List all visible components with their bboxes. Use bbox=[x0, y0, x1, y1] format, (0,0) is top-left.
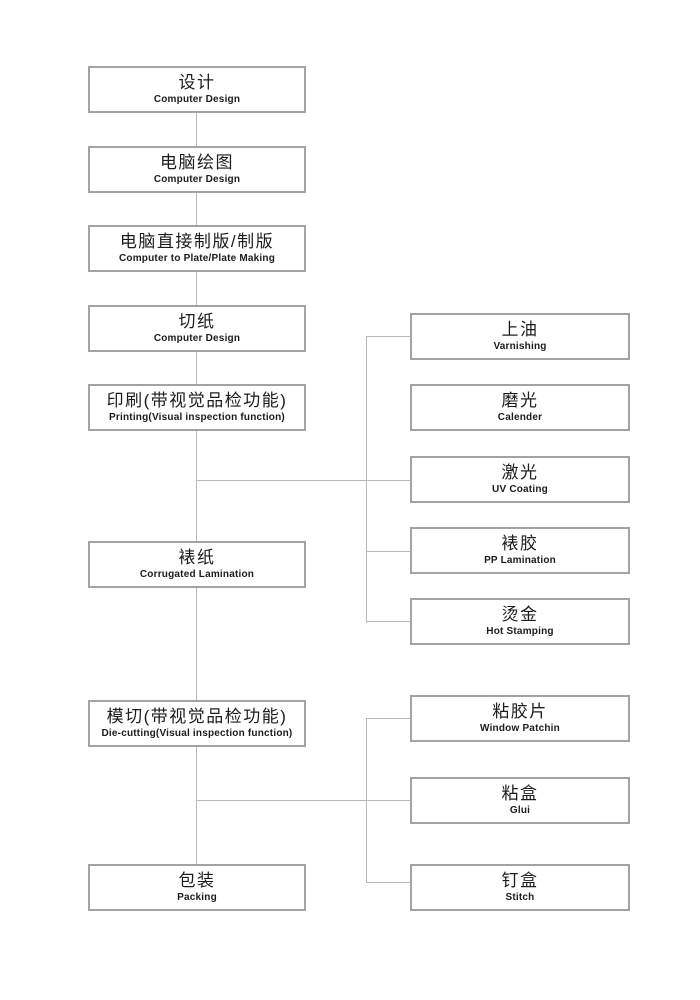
process-label-en: Computer Design bbox=[153, 333, 241, 345]
connector-line bbox=[196, 272, 197, 305]
connector-line bbox=[366, 336, 410, 337]
process-label-en: Glui bbox=[509, 805, 531, 817]
process-label-en: Hot Stamping bbox=[486, 626, 554, 638]
flow-box-window-patching: 粘胶片 Window Patchin bbox=[410, 695, 630, 742]
connector-line bbox=[196, 747, 197, 864]
flow-box-hot-stamping: 烫金 Hot Stamping bbox=[410, 598, 630, 645]
process-label-en: Calender bbox=[497, 412, 543, 424]
flow-box-paper-cutting: 切纸 Computer Design bbox=[88, 305, 306, 352]
process-label-zh: 电脑绘图 bbox=[160, 152, 234, 172]
connector-line bbox=[196, 431, 197, 541]
connector-line bbox=[196, 480, 410, 481]
process-label-zh: 激光 bbox=[501, 462, 539, 482]
connector-line bbox=[196, 193, 197, 225]
process-label-en: PP Lamination bbox=[484, 555, 556, 567]
flow-box-uv-coating: 激光 UV Coating bbox=[410, 456, 630, 503]
process-label-zh: 钉盒 bbox=[501, 870, 539, 890]
process-label-zh: 设计 bbox=[178, 72, 216, 92]
process-label-en: Die-cutting(Visual inspection function) bbox=[101, 728, 293, 740]
process-label-en: Computer Design bbox=[153, 174, 241, 186]
connector-line bbox=[196, 588, 197, 700]
process-label-zh: 上油 bbox=[501, 319, 539, 339]
connector-line bbox=[196, 800, 410, 801]
process-label-zh: 包装 bbox=[178, 870, 216, 890]
process-label-zh: 裱纸 bbox=[178, 547, 216, 567]
process-label-en: Computer to Plate/Plate Making bbox=[118, 253, 276, 265]
flow-box-printing: 印刷(带视觉品检功能) Printing(Visual inspection f… bbox=[88, 384, 306, 431]
connector-line bbox=[196, 352, 197, 384]
process-label-zh: 磨光 bbox=[501, 390, 539, 410]
process-label-zh: 烫金 bbox=[501, 604, 539, 624]
process-label-zh: 粘盒 bbox=[501, 783, 539, 803]
connector-line bbox=[366, 621, 410, 622]
flow-box-packing: 包装 Packing bbox=[88, 864, 306, 911]
process-label-en: Corrugated Lamination bbox=[139, 569, 255, 581]
flow-box-computer-to-plate: 电脑直接制版/制版 Computer to Plate/Plate Making bbox=[88, 225, 306, 272]
process-label-en: Varnishing bbox=[493, 341, 547, 353]
process-label-zh: 模切(带视觉品检功能) bbox=[106, 706, 288, 726]
process-label-en: Window Patchin bbox=[480, 723, 560, 735]
process-label-en: Computer Design bbox=[153, 94, 241, 106]
process-label-en: Packing bbox=[177, 892, 217, 904]
flow-box-varnishing: 上油 Varnishing bbox=[410, 313, 630, 360]
connector-line bbox=[366, 718, 367, 883]
connector-line bbox=[366, 336, 367, 623]
flow-box-design: 设计 Computer Design bbox=[88, 66, 306, 113]
process-label-en: Stitch bbox=[505, 892, 535, 904]
process-label-en: UV Coating bbox=[492, 484, 548, 496]
flow-box-computer-drawing: 电脑绘图 Computer Design bbox=[88, 146, 306, 193]
process-label-zh: 切纸 bbox=[178, 311, 216, 331]
connector-line bbox=[366, 551, 410, 552]
flow-box-gluing: 粘盒 Glui bbox=[410, 777, 630, 824]
flow-box-calendering: 磨光 Calender bbox=[410, 384, 630, 431]
connector-line bbox=[366, 882, 410, 883]
connector-line bbox=[196, 113, 197, 146]
process-label-zh: 印刷(带视觉品检功能) bbox=[106, 390, 288, 410]
flow-box-stitching: 钉盒 Stitch bbox=[410, 864, 630, 911]
process-label-zh: 裱胶 bbox=[501, 533, 539, 553]
process-label-zh: 粘胶片 bbox=[492, 701, 548, 721]
flow-box-pp-lamination: 裱胶 PP Lamination bbox=[410, 527, 630, 574]
process-label-en: Printing(Visual inspection function) bbox=[109, 412, 285, 424]
flow-box-corrugated-lamination: 裱纸 Corrugated Lamination bbox=[88, 541, 306, 588]
flow-box-die-cutting: 模切(带视觉品检功能) Die-cutting(Visual inspectio… bbox=[88, 700, 306, 747]
connector-line bbox=[366, 718, 410, 719]
process-label-zh: 电脑直接制版/制版 bbox=[119, 231, 275, 251]
